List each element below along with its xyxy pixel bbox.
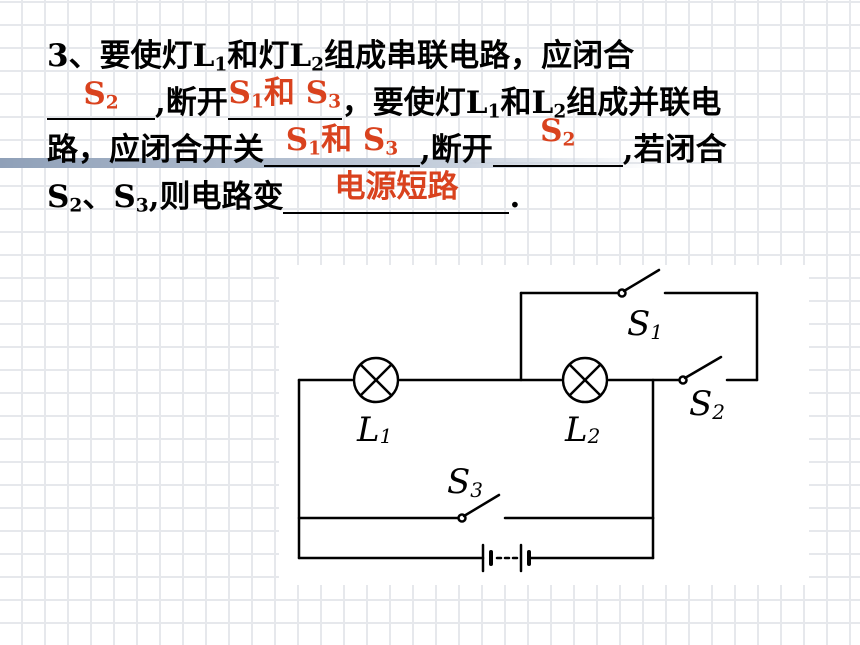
text: ，要使灯L [341, 85, 488, 121]
text: ,若闭合 [622, 132, 727, 168]
sub: 3 [328, 91, 342, 113]
answer-1: S2 [83, 76, 118, 112]
text: 和灯L [227, 38, 312, 74]
sub: 2 [587, 424, 601, 448]
question-line-4: S2、S3,则电路变 电源短路. [47, 169, 521, 217]
sub: 1 [250, 91, 264, 113]
sub: 1 [214, 54, 228, 76]
text: 、S [82, 179, 136, 215]
sub: 2 [711, 400, 725, 424]
switch-s1-blade [622, 268, 661, 293]
sub: 2 [105, 92, 119, 114]
question-number: 3 [47, 38, 69, 74]
t: 和 S [321, 122, 386, 158]
t: S [540, 113, 563, 149]
lamp-l2-icon [561, 356, 609, 404]
t: S [285, 122, 309, 158]
t: S [83, 76, 106, 112]
text: 、要使灯L [68, 38, 215, 74]
sub: 2 [562, 129, 576, 151]
answer-3: S1和 S3 [286, 114, 398, 159]
text: 路，应闭合开关 [47, 132, 264, 168]
text: S [447, 462, 470, 502]
answer-blank-2: S1和 S3 [227, 75, 342, 120]
switch-s3-blade [462, 493, 501, 518]
answer-blank-3: S1和 S3 [264, 122, 420, 167]
sub: 1 [380, 424, 393, 448]
lamp-l1-cross-b [359, 363, 393, 397]
label-s2: S2 [689, 384, 725, 424]
text: S [689, 384, 712, 424]
answer-2: S1和 S3 [229, 67, 341, 112]
label-s1: S1 [627, 304, 663, 344]
sub: 1 [308, 138, 322, 160]
answer-5: 电源短路 [334, 169, 459, 205]
sub: 2 [69, 195, 83, 217]
lamp-l1-icon [352, 356, 400, 404]
answer-blank-4: S2 [492, 113, 623, 167]
lamp-l2-cross-b [568, 363, 602, 397]
t: 和 S [263, 75, 329, 111]
sub: 2 [311, 54, 325, 76]
sub: 1 [650, 320, 663, 344]
text: ,则电路变 [148, 179, 284, 215]
text: . [509, 179, 521, 215]
text: 组成串联电路，应闭合 [324, 38, 635, 74]
sub: 3 [470, 478, 483, 502]
circuit-svg: S1 S2 S3 L1 L2 [297, 268, 759, 573]
label-l2: L2 [564, 410, 600, 450]
title-accent-bar [0, 158, 652, 168]
sub: 3 [135, 195, 149, 217]
sub: 1 [487, 101, 501, 123]
text: ,断开 [155, 85, 228, 121]
answer-blank-1: S2 [47, 76, 155, 120]
text: S [47, 179, 70, 215]
answer-4: S2 [540, 113, 575, 149]
sub: 3 [385, 138, 399, 160]
question-line-1: 3、要使灯L1和灯L2组成串联电路，应闭合 [47, 30, 634, 75]
sub: 2 [553, 101, 567, 123]
t: S [228, 75, 251, 111]
text: 和L [500, 85, 554, 121]
label-s3: S3 [447, 462, 483, 502]
text: L [356, 410, 380, 450]
switch-s2-blade [683, 355, 723, 380]
circuit-diagram: S1 S2 S3 L1 L2 [279, 265, 809, 585]
text: S [627, 304, 650, 344]
label-l1: L1 [356, 410, 392, 450]
text: L [564, 410, 588, 450]
answer-blank-5: 电源短路 [283, 169, 510, 214]
text: 组成并联电 [566, 85, 722, 121]
text: ,断开 [420, 132, 493, 168]
